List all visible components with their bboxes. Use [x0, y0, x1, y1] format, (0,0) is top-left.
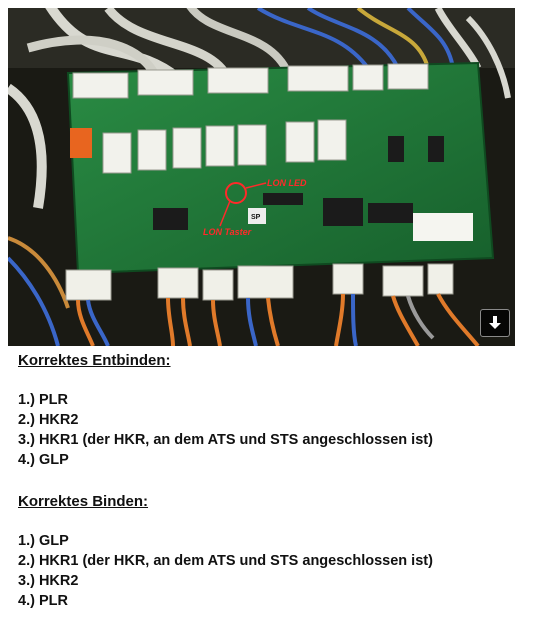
section-heading: Korrektes Binden: — [18, 493, 149, 510]
list-item: 4.) PLR — [18, 593, 68, 609]
lon-led-label: LON LED — [267, 178, 307, 188]
instructions: Korrektes Entbinden: 1.) PLR 2.) HKR2 3.… — [18, 351, 548, 611]
download-arrow-icon — [489, 316, 501, 329]
circuit-board-image: SP — [8, 8, 515, 346]
list-item: 2.) HKR2 — [18, 412, 79, 428]
step-list: 1.) GLP 2.) HKR1 (der HKR, an dem ATS un… — [18, 531, 548, 611]
list-item: 2.) HKR1 (der HKR, an dem ATS und STS an… — [18, 553, 433, 569]
lon-taster-label: LON Taster — [203, 227, 252, 237]
step-list: 1.) PLR 2.) HKR2 3.) HKR1 (der HKR, an d… — [18, 390, 548, 470]
section-binden: Korrektes Binden: 1.) GLP 2.) HKR1 (der … — [18, 492, 548, 611]
section-heading: Korrektes Entbinden: — [18, 352, 171, 369]
list-item: 1.) PLR — [18, 392, 68, 408]
list-item: 3.) HKR2 — [18, 573, 79, 589]
circuit-board-photo: SP — [8, 8, 515, 346]
list-item: 4.) GLP — [18, 452, 69, 468]
list-item: 1.) GLP — [18, 533, 69, 549]
section-entbinden: Korrektes Entbinden: 1.) PLR 2.) HKR2 3.… — [18, 351, 548, 470]
list-item: 3.) HKR1 (der HKR, an dem ATS und STS an… — [18, 432, 433, 448]
svg-text:SP: SP — [251, 214, 261, 221]
download-button[interactable] — [480, 309, 510, 337]
